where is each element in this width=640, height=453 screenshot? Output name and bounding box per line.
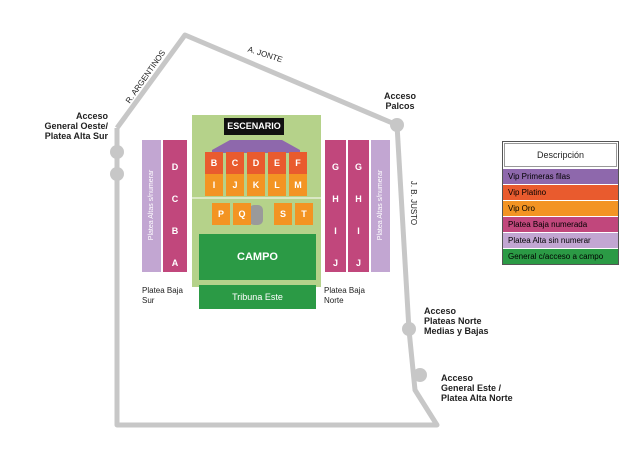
section-d[interactable]: D [166,159,184,175]
section-k[interactable]: K [247,174,265,196]
section-d[interactable]: D [247,152,265,174]
legend-title: Descripción [504,143,617,167]
section-p[interactable]: P [212,203,230,225]
section-e[interactable]: E [268,152,286,174]
access-point-este[interactable] [413,368,427,382]
section-l[interactable]: L [268,174,286,196]
vip-primeras-strip[interactable] [212,140,300,153]
platea-alta-sur-label: Platea Altas s/numerar [148,169,155,241]
section-c[interactable]: C [226,152,244,174]
section-b[interactable]: B [166,223,184,239]
section-h[interactable]: H [327,191,344,207]
access-point-oeste-1[interactable] [110,145,124,159]
section-i[interactable]: I [327,223,344,239]
access-point-palcos[interactable] [390,118,404,132]
access-point-oeste-2[interactable] [110,167,124,181]
section-s[interactable]: S [274,203,292,225]
legend-item: Vip Oro [503,200,618,216]
platea-alta-norte-label: Platea Altas s/numerar [377,169,384,241]
section-a[interactable]: A [166,255,184,271]
section-j[interactable]: J [350,255,367,271]
street-label-justo: J. B. JUSTO [409,180,418,226]
stage-block[interactable] [224,118,284,135]
section-g[interactable]: G [327,159,344,175]
section-c[interactable]: C [166,191,184,207]
section-i[interactable]: I [205,174,223,196]
perimeter-road [114,32,440,428]
tribuna-label: Tribuna Este [232,292,283,302]
section-i[interactable]: I [350,223,367,239]
section-f[interactable]: F [289,152,307,174]
stage-label: ESCENARIO [227,121,281,131]
section-b[interactable]: B [205,152,223,174]
legend-item: Platea Alta sin numerar [503,232,618,248]
section-j[interactable]: J [226,174,244,196]
legend-item: Platea Baja numerada [503,216,618,232]
access-point-norte[interactable] [402,322,416,336]
section-h[interactable]: H [350,191,367,207]
platea-alta-sur-block[interactable] [142,140,161,272]
campo-label: CAMPO [237,251,278,263]
tribuna-este-block[interactable] [199,285,316,309]
section-m[interactable]: M [289,174,307,196]
section-q[interactable]: Q [233,203,251,225]
mixing-desk [249,205,263,225]
section-j[interactable]: J [327,255,344,271]
legend-item: Vip Primeras filas [503,168,618,184]
campo-block[interactable] [199,234,316,280]
section-g[interactable]: G [350,159,367,175]
legend-item: General c/acceso a campo [503,248,618,264]
legend-item: Vip Platino [503,184,618,200]
platea-alta-norte-block[interactable] [371,140,390,272]
section-t[interactable]: T [295,203,313,225]
